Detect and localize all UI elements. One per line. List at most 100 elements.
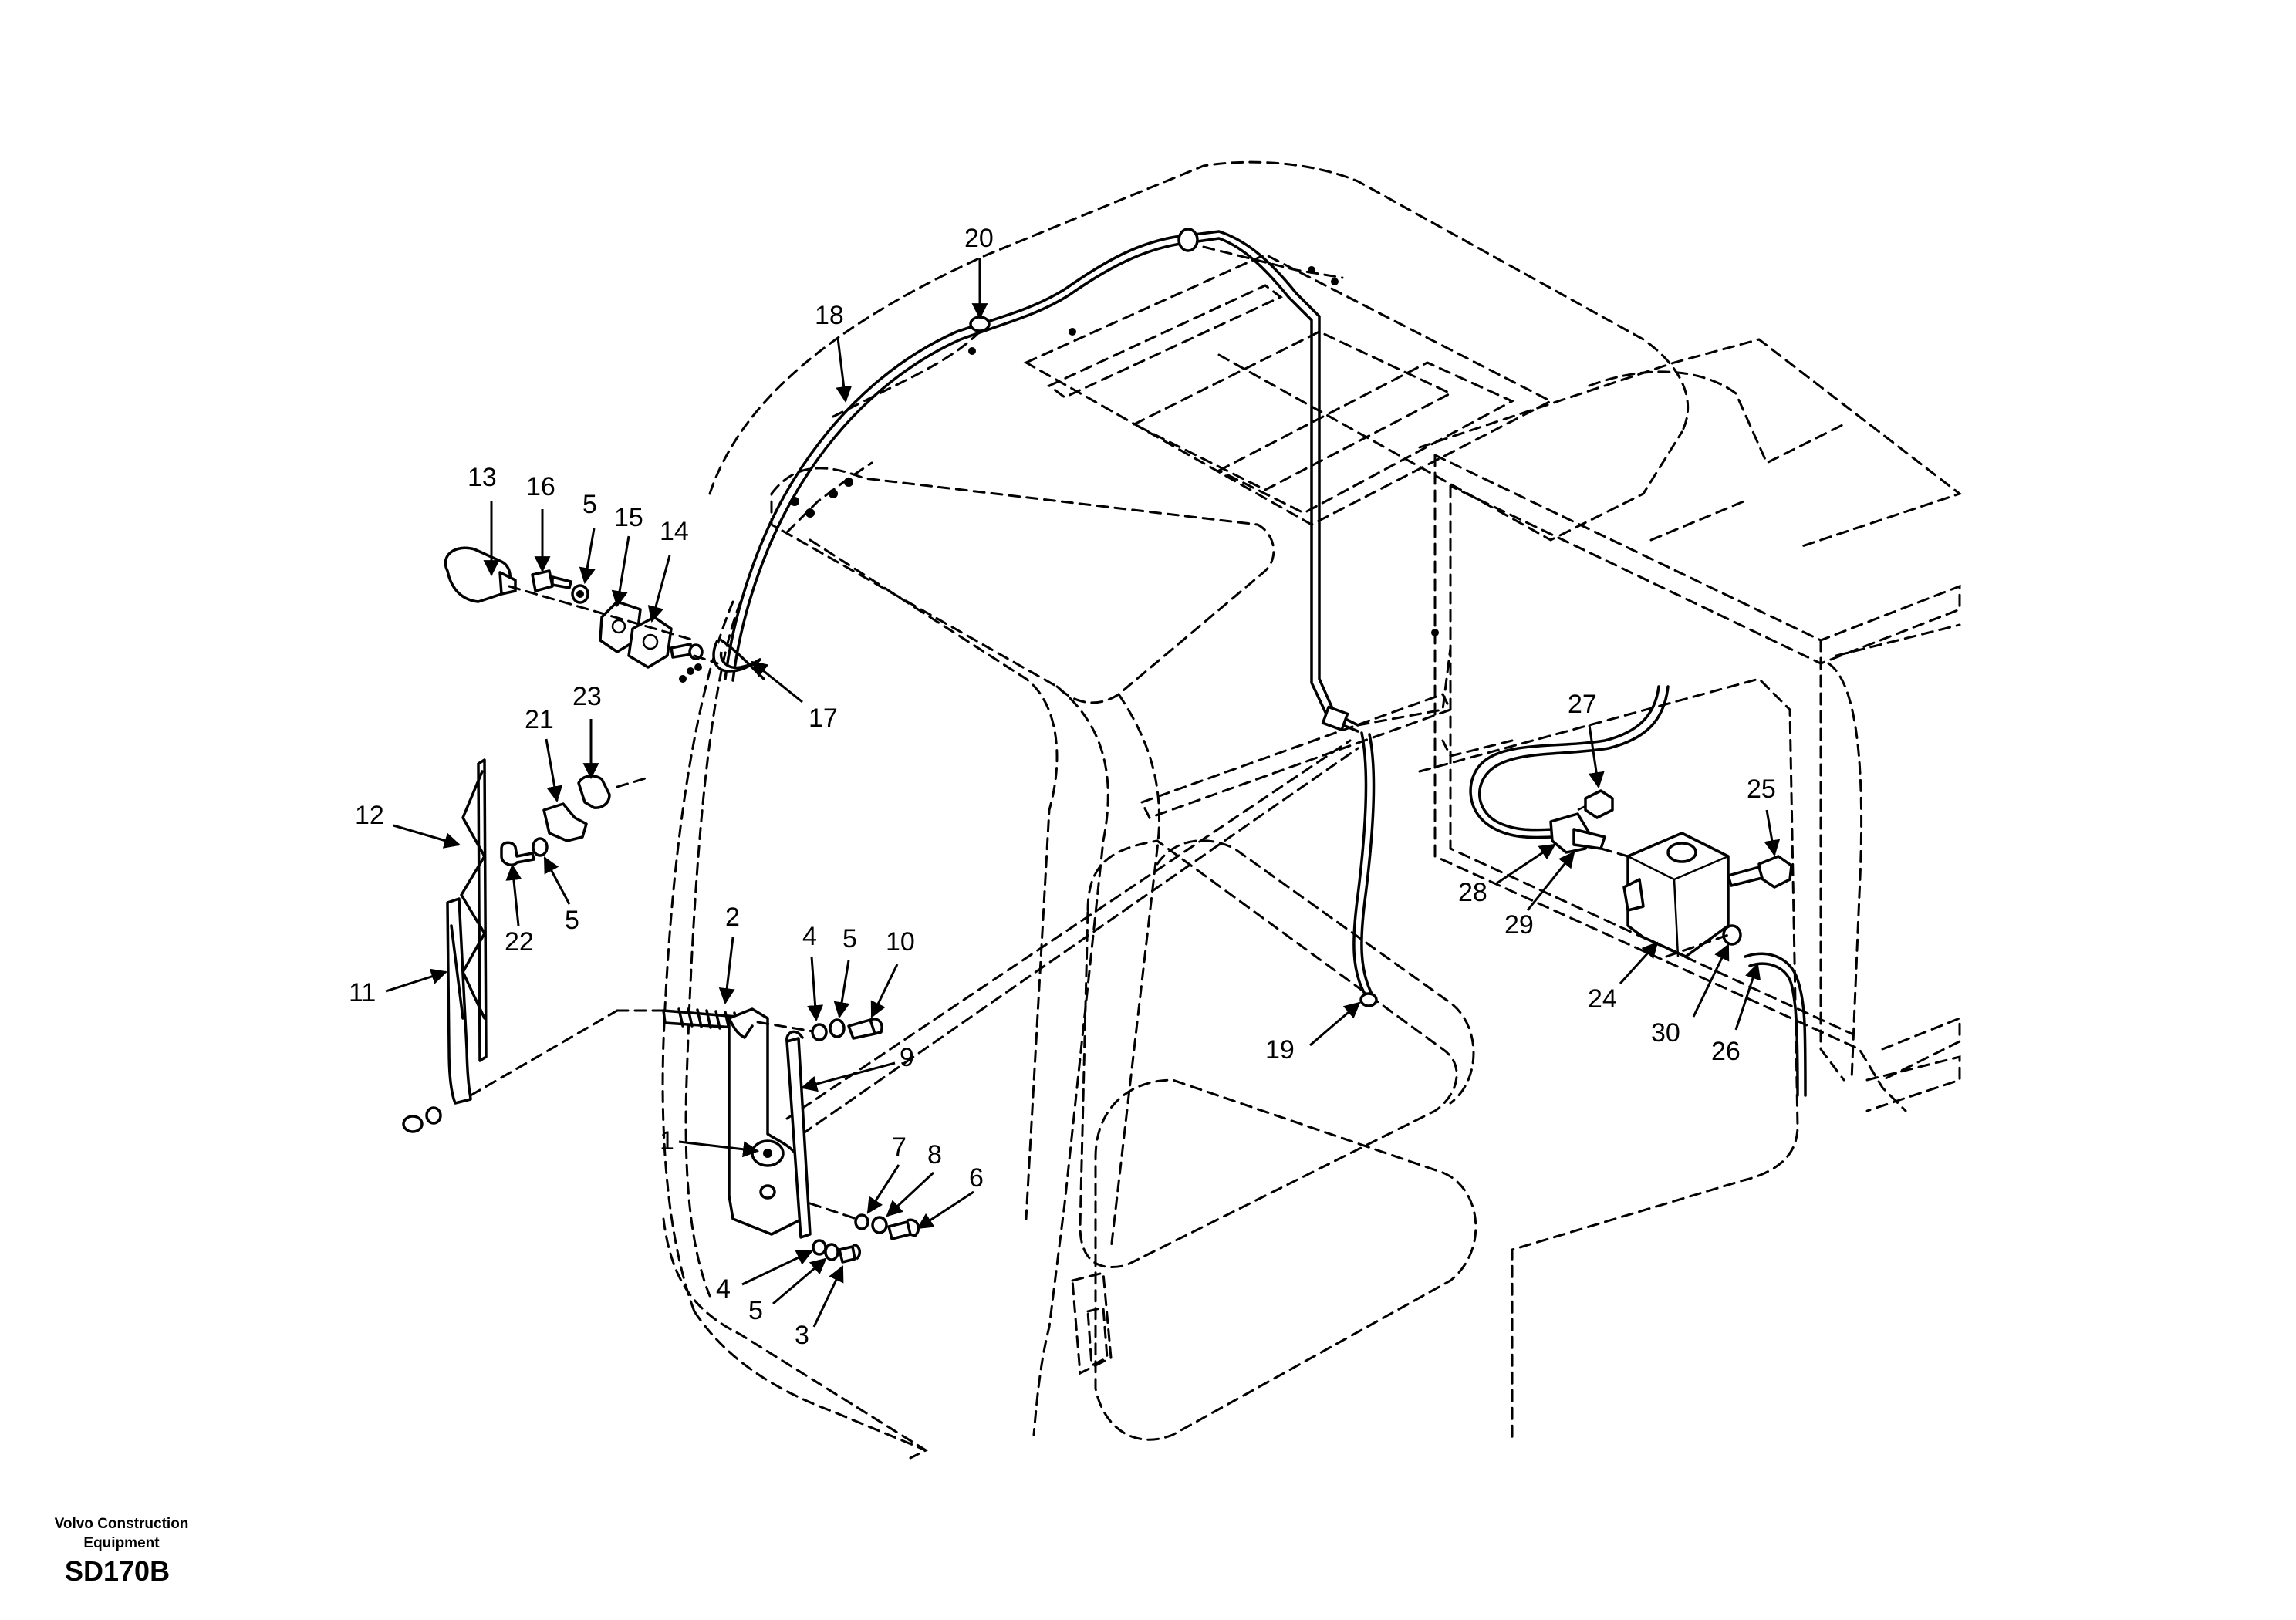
leader-25 bbox=[1764, 809, 1781, 857]
hose-dashed-to-19 bbox=[1356, 646, 1452, 727]
leader-9 bbox=[800, 1061, 896, 1092]
callout-5d: 5 bbox=[748, 1296, 763, 1325]
engine-cover-curve bbox=[1588, 370, 1845, 465]
mount-dashed-line-2 bbox=[693, 654, 719, 665]
callout-24: 24 bbox=[1588, 984, 1617, 1014]
leader-30 bbox=[1692, 943, 1730, 1018]
cab-lower-front bbox=[662, 1217, 929, 1460]
callout-leaders bbox=[385, 258, 1781, 1328]
leader-7 bbox=[866, 1164, 900, 1214]
callout-5a: 5 bbox=[582, 490, 597, 519]
reservoir-hose-top-2 bbox=[1478, 685, 1670, 832]
callout-11: 11 bbox=[349, 978, 376, 1007]
leader-2 bbox=[718, 937, 735, 1005]
leader-3 bbox=[812, 1265, 844, 1328]
cab-door-handle-box bbox=[1071, 1271, 1113, 1375]
cab-roof-window-3 bbox=[1216, 361, 1515, 515]
part-5-washer-c bbox=[829, 1018, 846, 1038]
roof-fitting-4 bbox=[844, 478, 853, 487]
part-14-bracket-hole bbox=[642, 633, 659, 650]
part-25-bolt bbox=[1757, 855, 1793, 889]
cab-side-pillar bbox=[1109, 693, 1160, 1251]
callout-3: 3 bbox=[795, 1321, 809, 1350]
callout-12: 12 bbox=[355, 801, 384, 830]
callout-23: 23 bbox=[572, 682, 602, 711]
engine-frame-upper-right bbox=[1835, 623, 1961, 657]
reservoir-hose-top bbox=[1469, 685, 1660, 839]
part-4-washer-a bbox=[811, 1023, 828, 1041]
engine-cover-top bbox=[1418, 338, 1963, 549]
hose-dashed-fittings bbox=[785, 461, 873, 534]
cab-rear-body bbox=[1418, 677, 1799, 1444]
cab-roof-panel bbox=[1023, 253, 1554, 526]
part-26-hose-2 bbox=[1748, 962, 1799, 1097]
wiper-blade-assembly bbox=[402, 758, 650, 1133]
leader-1 bbox=[678, 1140, 760, 1158]
part-5-washer-b bbox=[532, 837, 549, 857]
callout-5b: 5 bbox=[565, 906, 579, 935]
hose-dashed-roof-2 bbox=[1202, 245, 1344, 279]
footer-brand-line1: Volvo Construction bbox=[54, 1516, 189, 1532]
wiper-nut bbox=[402, 1115, 424, 1133]
hose-down-to-19-2 bbox=[1360, 733, 1376, 998]
roof-fitting-2 bbox=[805, 508, 815, 518]
part-10-bolt bbox=[847, 1018, 883, 1040]
leader-21 bbox=[545, 738, 563, 803]
reservoir-dashed-2 bbox=[1665, 933, 1730, 958]
part-16-bolt bbox=[531, 569, 572, 592]
leader-5d bbox=[772, 1257, 827, 1305]
leader-10 bbox=[870, 964, 899, 1018]
engine-rear-rail bbox=[1881, 1016, 1961, 1082]
part-4-washer-b bbox=[812, 1239, 827, 1256]
leader-27 bbox=[1588, 724, 1605, 789]
cab-roof-outline bbox=[708, 160, 1690, 495]
wiper-washer bbox=[425, 1106, 442, 1125]
callout-1: 1 bbox=[660, 1126, 674, 1156]
leader-6 bbox=[917, 1190, 974, 1230]
part-24-reservoir-tank bbox=[1626, 832, 1730, 958]
leader-26 bbox=[1734, 963, 1761, 1031]
cab-windshield bbox=[770, 467, 1275, 704]
cab-side-lower-window bbox=[1094, 1078, 1477, 1441]
callout-8: 8 bbox=[927, 1140, 942, 1169]
cab-lower-left-edge bbox=[693, 1310, 927, 1452]
callout-7: 7 bbox=[892, 1132, 907, 1162]
leader-12 bbox=[393, 824, 461, 849]
engine-frame-back bbox=[1433, 454, 1907, 1112]
engine-frame-right bbox=[1819, 639, 1845, 1082]
hose-to-wiper-motor-2 bbox=[785, 739, 1352, 1120]
hose-roof-run-2 bbox=[731, 237, 1359, 733]
part-9-top-curve bbox=[785, 1030, 804, 1043]
engine-frame-right-2 bbox=[1827, 662, 1863, 1082]
hose-to-wiper-motor bbox=[801, 747, 1359, 1136]
callout-26: 26 bbox=[1711, 1037, 1741, 1066]
linkage-dashed-right bbox=[756, 1021, 819, 1034]
callout-27: 27 bbox=[1568, 690, 1597, 719]
callout-15: 15 bbox=[614, 503, 643, 532]
wiper-linkage-assembly bbox=[616, 1007, 920, 1264]
part-24-tank-bracket bbox=[1622, 878, 1645, 912]
part-24-tank-cap bbox=[1666, 842, 1697, 863]
mount-dashed-line-1 bbox=[508, 585, 696, 642]
part-1-lower-hole bbox=[759, 1184, 776, 1200]
roof-fitting-1 bbox=[790, 497, 799, 506]
cab-front-pillar bbox=[661, 600, 734, 1313]
reservoir-dashed-1 bbox=[1599, 847, 1629, 858]
cab-outline bbox=[661, 160, 1799, 1460]
hose-clip-top bbox=[1177, 228, 1199, 252]
callout-6: 6 bbox=[969, 1163, 984, 1193]
wiper-arm-dashed-line bbox=[469, 1009, 619, 1097]
cab-door-frame bbox=[1032, 685, 1109, 1436]
cab-front-pillar-inner bbox=[684, 600, 742, 1298]
callout-28: 28 bbox=[1458, 878, 1487, 907]
callout-9: 9 bbox=[900, 1043, 914, 1072]
cab-front-window-frame bbox=[809, 538, 1059, 1220]
leader-15 bbox=[611, 535, 630, 608]
footer-model-code: SD170B bbox=[65, 1555, 171, 1587]
leader-19 bbox=[1309, 1001, 1361, 1047]
hose-down-to-19 bbox=[1352, 731, 1368, 997]
leader-8 bbox=[886, 1171, 935, 1217]
washer-hose bbox=[724, 228, 1452, 1136]
part-13-nozzle-tip bbox=[498, 571, 517, 596]
